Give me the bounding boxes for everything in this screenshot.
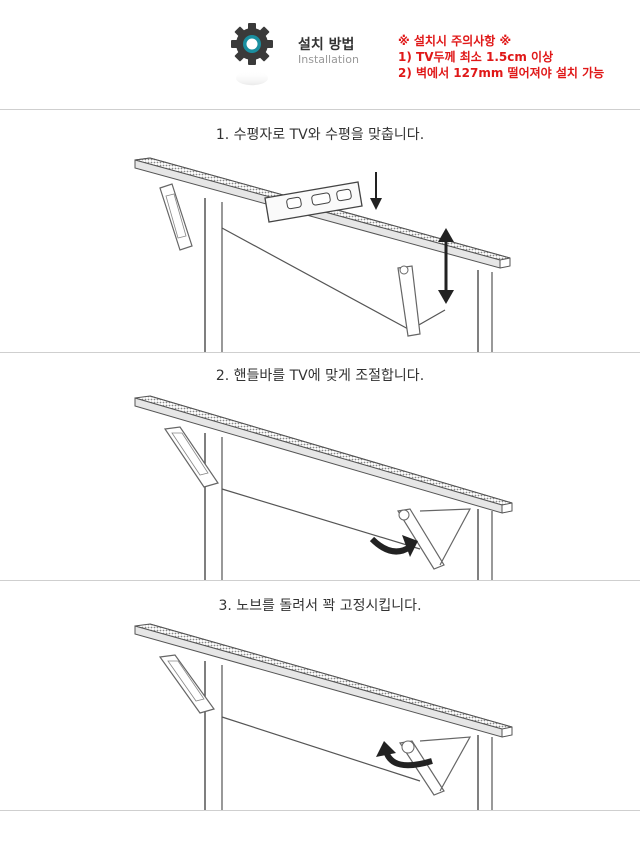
caution-item: 1) TV두께 최소 1.5cm 이상 bbox=[398, 50, 554, 64]
curved-arrow-icon bbox=[369, 535, 418, 557]
divider bbox=[0, 352, 640, 353]
vertical-arrow-icon bbox=[438, 228, 454, 304]
divider bbox=[0, 810, 640, 811]
divider bbox=[0, 109, 640, 110]
bracket-arm bbox=[159, 183, 193, 251]
section-subtitle: Installation bbox=[298, 53, 359, 66]
section-title: 설치 방법 bbox=[298, 37, 355, 53]
down-arrow-icon bbox=[370, 172, 382, 210]
step-3: 3. 노브를 돌려서 꽉 고정시킵니다. bbox=[0, 581, 640, 810]
step-2: 2. 핸들바를 TV에 맞게 조절합니다. bbox=[0, 353, 640, 580]
caution-heading: ※ 설치시 주의사항 ※ bbox=[398, 34, 512, 48]
step-1-illustration bbox=[134, 157, 511, 352]
step-2-illustration bbox=[134, 395, 513, 580]
step-1: 1. 수평자로 TV와 수평을 맞춥니다. bbox=[0, 110, 640, 352]
spirit-level-icon bbox=[264, 181, 363, 223]
step-title: 2. 핸들바를 TV에 맞게 조절합니다. bbox=[215, 368, 425, 384]
bracket-arm bbox=[398, 736, 472, 796]
installation-header: 설치 방법 Installation ※ 설치시 주의사항 ※ 1) TV두께 … bbox=[0, 0, 640, 110]
divider bbox=[0, 580, 640, 581]
bracket-arm bbox=[158, 654, 215, 714]
bracket-arm bbox=[397, 265, 421, 337]
step-title: 1. 수평자로 TV와 수평을 맞춥니다. bbox=[215, 127, 425, 143]
caution-notice: ※ 설치시 주의사항 ※ 1) TV두께 최소 1.5cm 이상 2) 벽에서 … bbox=[398, 33, 604, 81]
step-3-illustration bbox=[134, 623, 513, 810]
bracket-arm bbox=[397, 508, 472, 570]
rotate-arrow-icon bbox=[376, 741, 433, 769]
caution-item: 2) 벽에서 127mm 떨어져야 설치 가능 bbox=[398, 66, 605, 80]
bracket-arm bbox=[163, 426, 219, 488]
step-title: 3. 노브를 돌려서 꽉 고정시킵니다. bbox=[218, 598, 422, 614]
gear-icon bbox=[231, 23, 273, 86]
